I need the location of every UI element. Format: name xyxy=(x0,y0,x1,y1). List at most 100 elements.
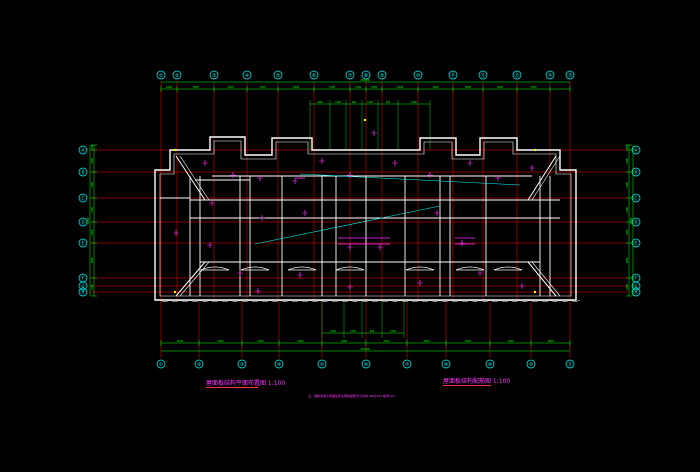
dim-left-1: 1500 xyxy=(91,144,94,150)
arch-6 xyxy=(455,266,485,271)
arch-1 xyxy=(200,266,230,271)
dim-top-8: 3300 xyxy=(371,85,378,89)
axis-bubble-right-3-label: Ⓒ xyxy=(633,195,638,202)
axis-bubble-right-4-label: Ⓓ xyxy=(633,219,638,226)
dim-top-13: 3600 xyxy=(530,85,537,89)
dim-right-7: 1500 xyxy=(626,284,629,290)
axis-bubble-top-1-label: ① xyxy=(159,73,164,79)
dim-left-7: 1500 xyxy=(91,284,94,290)
axis-bubble-top-2-label: ② xyxy=(175,73,180,79)
axis-bubble-right-2-label: Ⓑ xyxy=(633,169,638,176)
axis-bubble-left-5-label: Ⓔ xyxy=(80,240,85,247)
dim-right-total: 13900 xyxy=(630,217,633,225)
dim-bottom-8: 2400 xyxy=(465,339,472,343)
dim-inner-bottom-2: 1200 xyxy=(350,330,356,333)
axis-bubble-bottom-10-label: ⑩ xyxy=(529,362,534,368)
dim-right-4: 1200 xyxy=(626,207,629,213)
axis-bubble-left-2-label: Ⓑ xyxy=(80,169,85,176)
axis-bubble-left-8-circle xyxy=(78,287,88,297)
axis-bubble-bottom-5-circle xyxy=(317,359,327,369)
axis-bubble-top-2-circle xyxy=(172,70,182,80)
axis-bubble-bottom-1-label: ① xyxy=(159,362,164,368)
axis-bubble-left-6-label: Ⓕ xyxy=(80,275,85,282)
dim-bottom-5: 2400 xyxy=(341,339,348,343)
title-left: 屋面板结构平面布置图 1:100 xyxy=(206,380,286,387)
cyan-diagonal-2 xyxy=(299,173,521,186)
dim-right-3: 2400 xyxy=(626,182,629,188)
axis-bubble-bottom-2-label: ② xyxy=(197,362,202,368)
axis-bubble-top-3-label: ③ xyxy=(212,73,217,79)
axis-bubble-bottom-11-circle xyxy=(565,359,575,369)
dim-left-2: 3600 xyxy=(91,158,94,164)
axis-bubble-top-11-circle xyxy=(448,70,458,80)
dim-top-12: 2400 xyxy=(497,85,504,89)
dim-right-1: 1500 xyxy=(626,144,629,150)
dim-inner-top-4: 1200 xyxy=(367,101,373,104)
corner-brace-inner-2 xyxy=(531,155,561,201)
dim-bottom-6: 3300 xyxy=(383,339,390,343)
building-outline xyxy=(154,136,577,301)
axis-bubble-bottom-6-label: ⑥ xyxy=(364,362,369,368)
dim-top-9: 3000 xyxy=(397,85,404,89)
dim-bottom-10: 3600 xyxy=(547,339,554,343)
dim-inner-bottom-3: 900 xyxy=(370,330,375,333)
axis-bubble-top-6-circle xyxy=(309,70,319,80)
dim-left-6: 3600 xyxy=(91,257,94,263)
axis-bubble-bottom-11-label: ⑪ xyxy=(567,361,572,368)
axis-bubble-bottom-7-label: ⑦ xyxy=(405,362,410,368)
dim-top-7: 1500 xyxy=(355,85,362,89)
dim-right-6: 3600 xyxy=(626,257,629,263)
axis-bubble-left-1-label: Ⓐ xyxy=(80,147,85,154)
dim-inner-top-3: 900 xyxy=(352,101,357,104)
corner-brace-2 xyxy=(527,155,557,201)
axis-bubble-top-4-circle xyxy=(242,70,252,80)
axis-bubble-right-8-circle xyxy=(631,287,641,297)
axis-bubble-top-6-label: ⑥ xyxy=(312,73,317,79)
dim-bottom-3: 3300 xyxy=(257,339,264,343)
dim-inner-bottom-1: 1800 xyxy=(330,330,336,333)
axis-bubble-left-7-circle xyxy=(78,281,88,291)
axis-bubble-top-3-circle xyxy=(209,70,219,80)
axis-bubble-right-7-label: Ⓖ xyxy=(633,283,638,290)
dim-top-total: 36900 xyxy=(360,78,369,82)
arch-4 xyxy=(335,266,365,271)
accent-mark-2 xyxy=(533,148,537,152)
dim-left-4: 1200 xyxy=(91,207,94,213)
dim-left-3: 2400 xyxy=(91,182,94,188)
dim-top-6: 1500 xyxy=(329,85,336,89)
dim-inner-bottom-4: 1200 xyxy=(390,330,396,333)
dim-inner-top-5: 900 xyxy=(386,101,391,104)
axis-bubble-bottom-8-label: ⑧ xyxy=(444,362,449,368)
arch-3 xyxy=(287,266,317,271)
axis-bubble-left-1-circle xyxy=(78,145,88,155)
dim-inner-top-2: 1200 xyxy=(335,101,341,104)
axis-bubble-top-9-circle xyxy=(377,70,387,80)
bottom-wave-edge xyxy=(159,299,581,302)
dim-right-5: 2400 xyxy=(626,229,629,235)
axis-bubble-bottom-6-circle xyxy=(361,359,371,369)
dim-top-4: 3300 xyxy=(259,85,266,89)
drawing-note: 注：钢筋混凝土屋面板未注明的配筋均为双向 ф8@200 板厚120 xyxy=(308,394,395,398)
dim-top-11: 3000 xyxy=(465,85,472,89)
accent-mark-1 xyxy=(173,148,177,152)
axis-bubble-top-9-label: ⑨ xyxy=(380,73,385,79)
axis-bubble-top-7-circle xyxy=(345,70,355,80)
dim-left-total: 13900 xyxy=(87,217,90,225)
axis-bubble-left-3-label: Ⓒ xyxy=(80,195,85,202)
axis-bubble-left-2-circle xyxy=(78,167,88,177)
axis-bubble-right-5-label: Ⓔ xyxy=(633,240,638,247)
axis-bubble-top-12-label: ⑫ xyxy=(480,72,485,79)
arch-7 xyxy=(493,266,523,271)
corner-brace-1 xyxy=(175,155,206,201)
dim-bottom-7: 3000 xyxy=(423,339,430,343)
accent-mark-4 xyxy=(173,290,177,294)
dim-top-5: 3000 xyxy=(293,85,300,89)
corner-brace-inner-3 xyxy=(179,261,210,297)
axis-bubble-top-8-circle xyxy=(361,70,371,80)
axis-bubble-bottom-2-circle xyxy=(194,359,204,369)
dim-bottom-total: 36900 xyxy=(360,347,369,351)
arch-2 xyxy=(240,266,270,271)
title-left-underline xyxy=(206,387,258,388)
